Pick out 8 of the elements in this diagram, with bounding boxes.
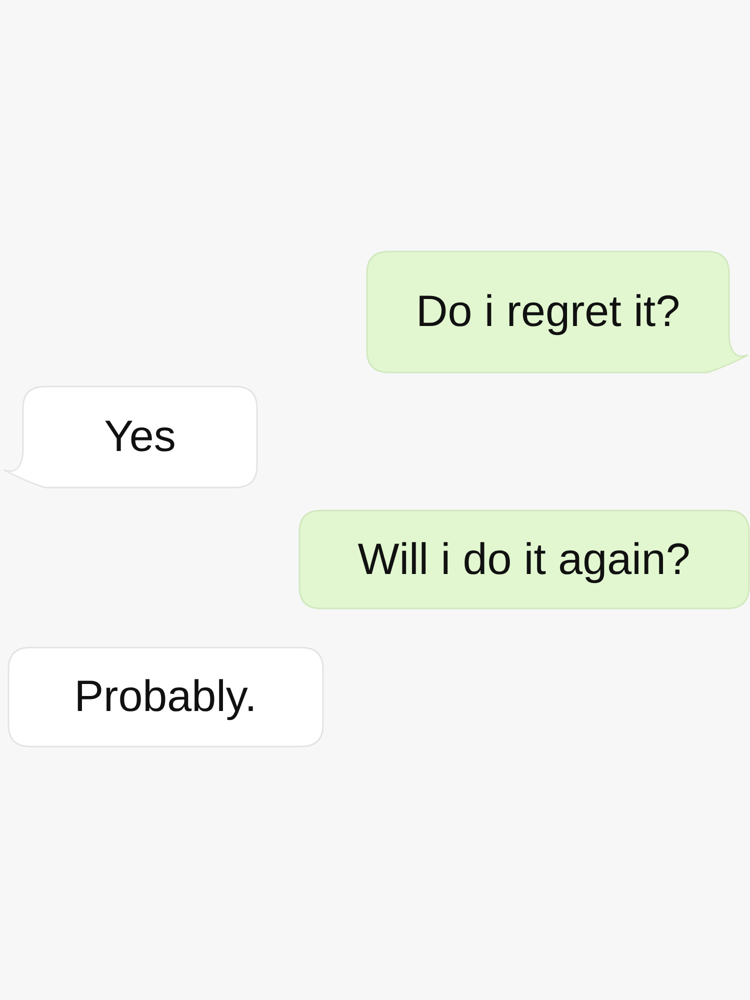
- chat-bubble: [3, 386, 257, 488]
- chat-bubble: [299, 510, 749, 609]
- message-text: Probably.: [74, 672, 257, 722]
- message-text: Do i regret it?: [416, 287, 680, 337]
- message-text: Yes: [104, 412, 176, 462]
- chat-bubble: [367, 251, 749, 373]
- chat-bubble: [8, 647, 323, 747]
- message-text: Will i do it again?: [358, 534, 690, 584]
